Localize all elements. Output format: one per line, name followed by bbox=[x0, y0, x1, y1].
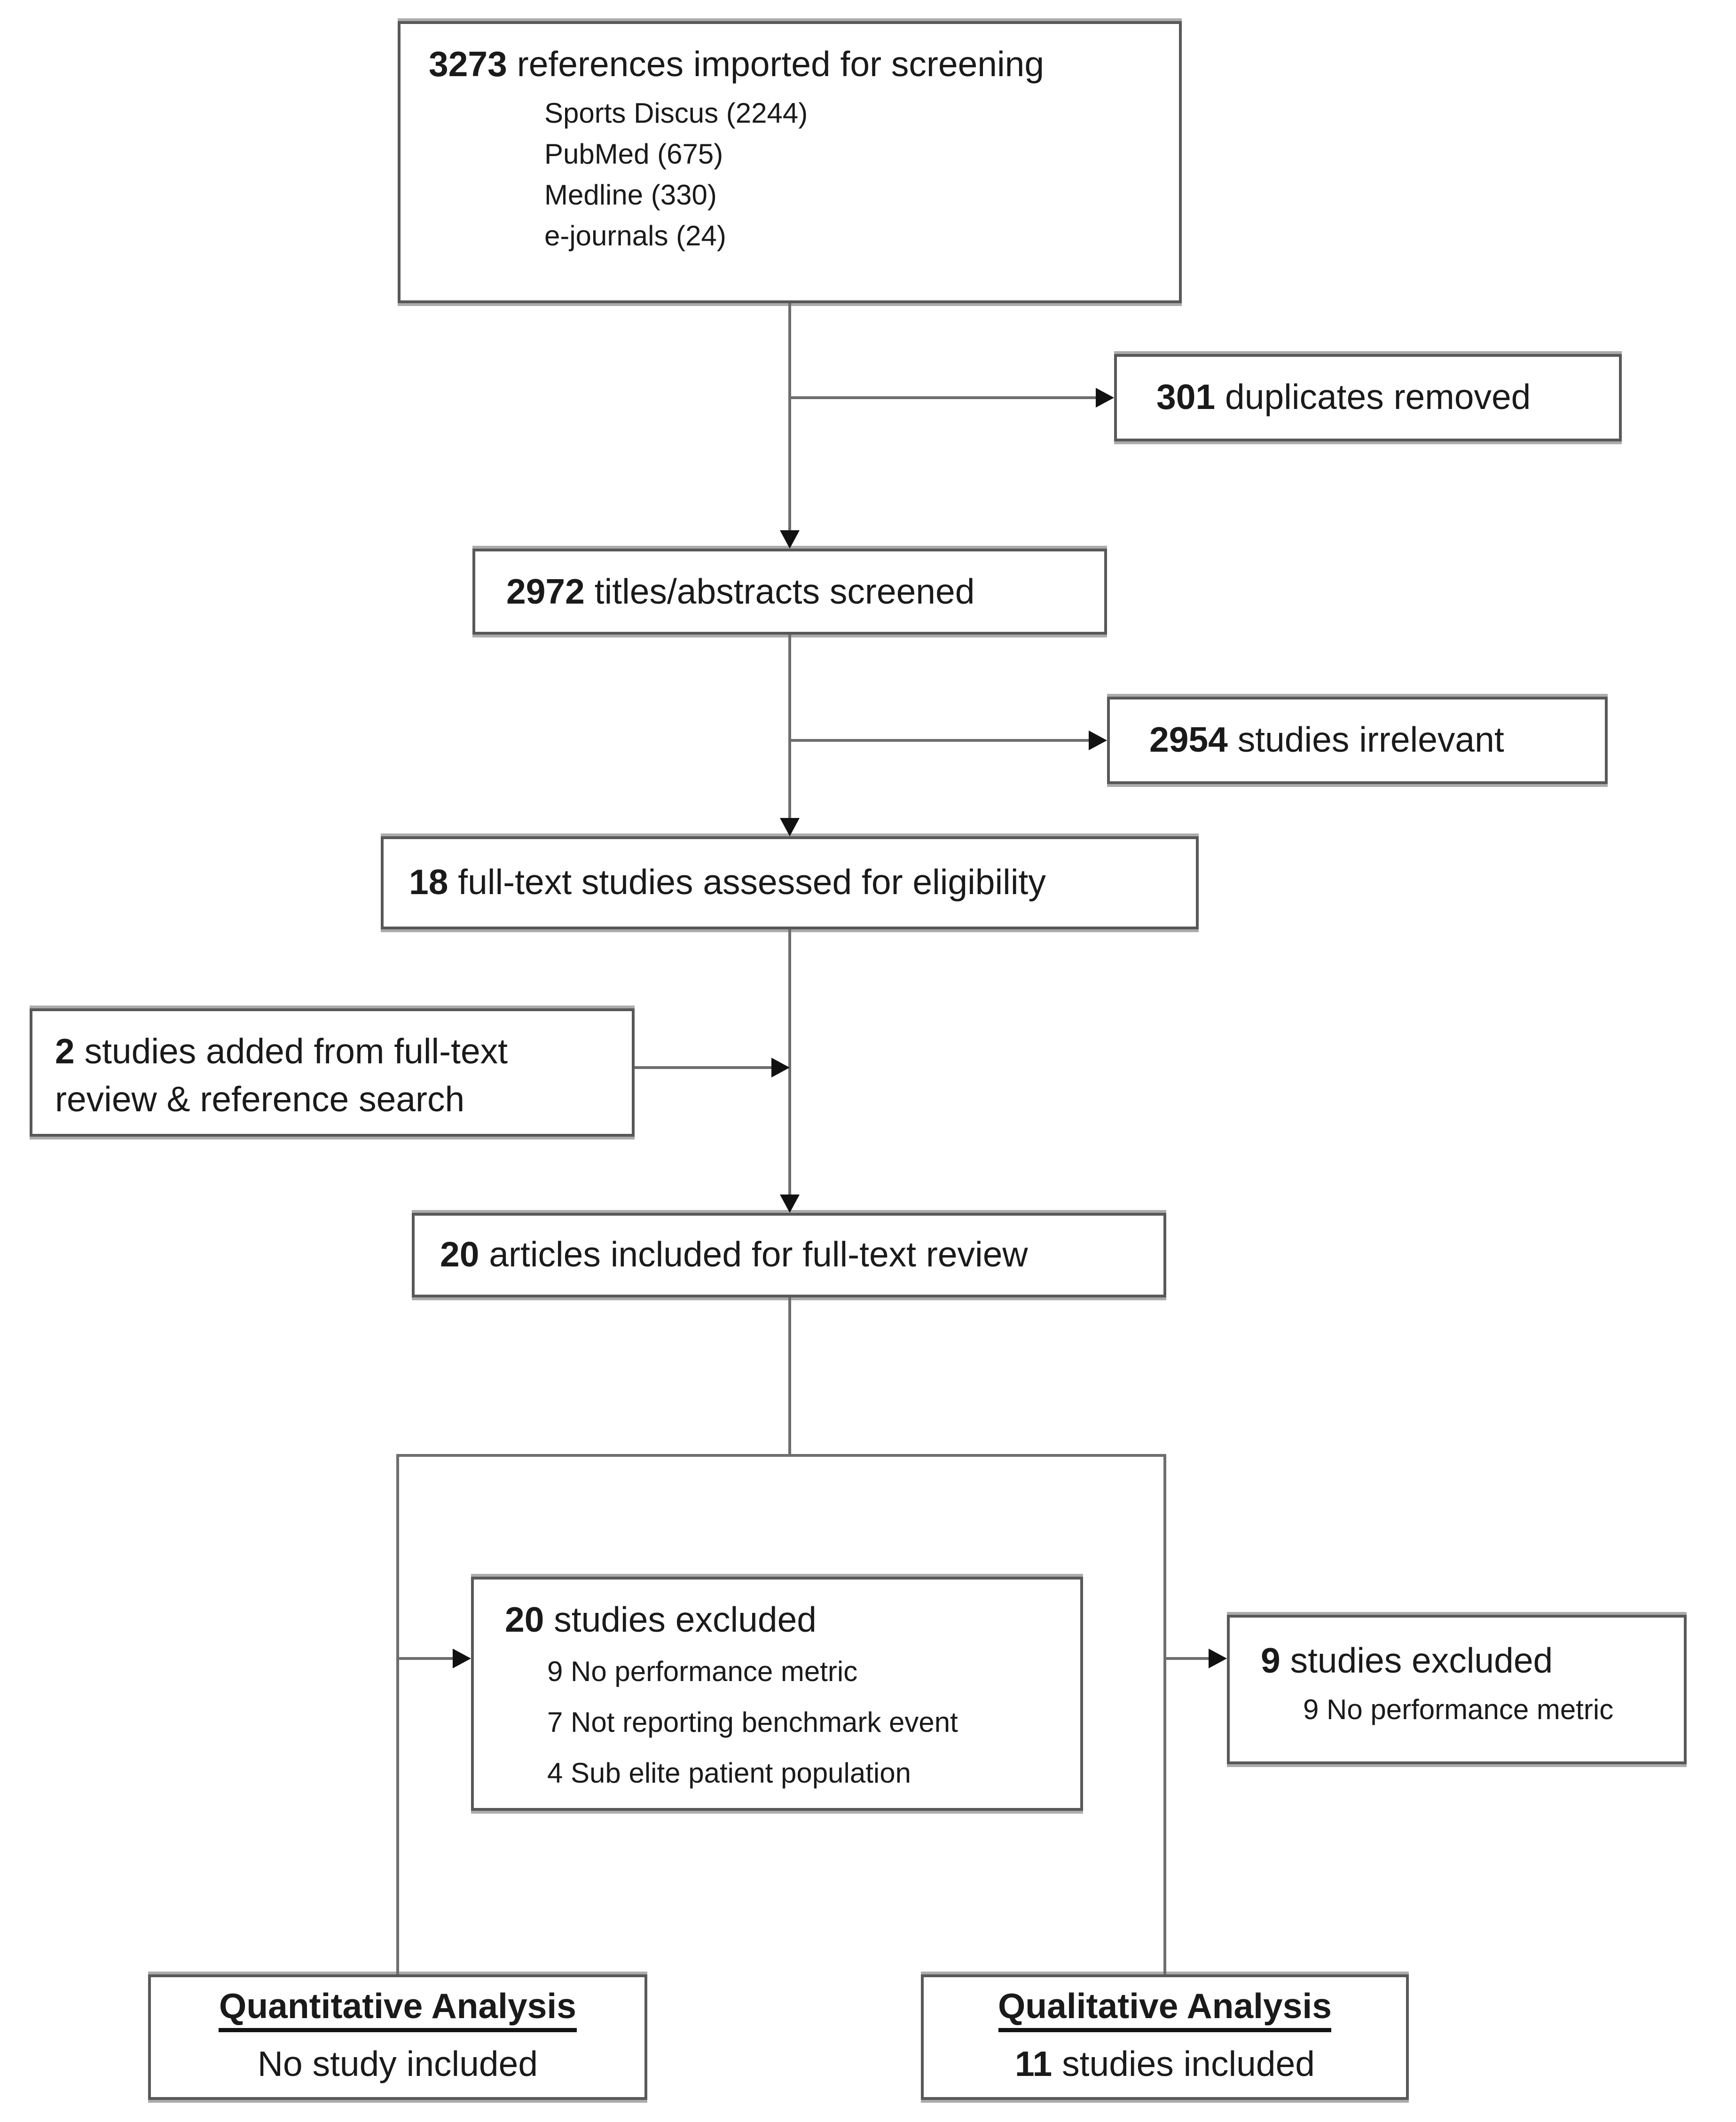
arrowhead-right-excluded-9 bbox=[1209, 1649, 1227, 1668]
connector-fulltext-to-articles bbox=[788, 929, 791, 1196]
reason-item: 9 No performance metric bbox=[1303, 1695, 1614, 1726]
reason-item: 9 No performance metric bbox=[547, 1657, 858, 1688]
qualitative-subtitle: 11 studies included bbox=[1015, 2044, 1315, 2086]
screened-count: 2972 bbox=[506, 572, 585, 612]
source-item: Sports Discus (2244) bbox=[544, 99, 808, 130]
fulltext-count: 18 bbox=[409, 863, 448, 903]
fulltext-label: full-text studies assessed for eligibili… bbox=[458, 863, 1046, 903]
node-studies-irrelevant: 2954 studies irrelevant bbox=[1107, 697, 1608, 784]
imported-label: references imported for screening bbox=[517, 45, 1045, 85]
connector-to-irrelevant bbox=[790, 739, 1090, 742]
imported-source-list: Sports Discus (2244) PubMed (675) Medlin… bbox=[429, 94, 1165, 258]
duplicates-label: duplicates removed bbox=[1225, 378, 1531, 417]
connector-imported-to-screened bbox=[788, 303, 791, 533]
node-quantitative-analysis: Quantitative Analysis No study included bbox=[148, 1974, 647, 2100]
split-container-left-edge bbox=[396, 1454, 399, 1974]
split-container-right-edge bbox=[1163, 1454, 1166, 1974]
qualitative-count: 11 bbox=[1014, 2045, 1053, 2085]
excluded-9-reason-list: 9 No performance metric bbox=[1261, 1685, 1675, 1736]
node-articles-included: 20 articles included for full-text revie… bbox=[412, 1213, 1166, 1297]
node-references-imported-title: 3273 references imported for screening bbox=[429, 44, 1165, 86]
node-excluded-9: 9 studies excluded 9 No performance metr… bbox=[1227, 1615, 1687, 1764]
screened-text: 2972 titles/abstracts screened bbox=[506, 571, 974, 613]
excluded-9-count: 9 bbox=[1261, 1642, 1280, 1681]
node-studies-added: 2 studies added from full-text review & … bbox=[30, 1008, 635, 1137]
node-qualitative-analysis: Qualitative Analysis 11 studies included bbox=[921, 1974, 1409, 2100]
arrowhead-right-excluded-20 bbox=[453, 1649, 471, 1668]
reason-item: 7 Not reporting benchmark event bbox=[547, 1708, 958, 1739]
articles-label: articles included for full-text review bbox=[489, 1235, 1028, 1275]
arrowhead-down-screened bbox=[780, 530, 800, 549]
quantitative-subtitle: No study included bbox=[257, 2045, 538, 2085]
split-container-top-edge bbox=[396, 1454, 1166, 1457]
node-references-imported: 3273 references imported for screening S… bbox=[398, 21, 1182, 303]
arrowhead-down-articles bbox=[780, 1195, 800, 1213]
excluded-9-label: studies excluded bbox=[1290, 1642, 1553, 1681]
duplicates-text: 301 duplicates removed bbox=[1156, 377, 1531, 419]
connector-added-to-spine bbox=[635, 1066, 773, 1069]
connector-to-duplicates bbox=[790, 396, 1097, 399]
arrowhead-right-irrelevant bbox=[1089, 731, 1107, 750]
excluded-9-title: 9 studies excluded bbox=[1261, 1640, 1675, 1682]
articles-text: 20 articles included for full-text revie… bbox=[440, 1234, 1028, 1276]
irrelevant-count: 2954 bbox=[1149, 721, 1228, 760]
duplicates-count: 301 bbox=[1156, 378, 1216, 417]
screened-label: titles/abstracts screened bbox=[594, 572, 975, 612]
fulltext-text: 18 full-text studies assessed for eligib… bbox=[409, 862, 1046, 904]
node-duplicates-removed: 301 duplicates removed bbox=[1114, 354, 1622, 441]
source-item: e-journals (24) bbox=[544, 221, 726, 252]
source-item: Medline (330) bbox=[544, 181, 717, 212]
excluded-20-title: 20 studies excluded bbox=[505, 1599, 1069, 1642]
articles-count: 20 bbox=[440, 1235, 479, 1275]
node-titles-screened: 2972 titles/abstracts screened bbox=[472, 549, 1107, 635]
excluded-20-label: studies excluded bbox=[554, 1601, 817, 1640]
imported-count: 3273 bbox=[429, 45, 507, 85]
connector-to-excluded-9 bbox=[1166, 1657, 1211, 1660]
arrowhead-right-spine-junction bbox=[771, 1058, 790, 1077]
qualitative-title: Qualitative Analysis bbox=[998, 1988, 1332, 2033]
excluded-20-reason-list: 9 No performance metric 7 Not reporting … bbox=[505, 1647, 1069, 1800]
arrowhead-right-duplicates bbox=[1096, 388, 1114, 408]
node-fulltext-assessed: 18 full-text studies assessed for eligib… bbox=[381, 836, 1199, 929]
irrelevant-label: studies irrelevant bbox=[1237, 721, 1504, 760]
irrelevant-text: 2954 studies irrelevant bbox=[1149, 719, 1504, 762]
connector-to-excluded-20 bbox=[399, 1657, 456, 1660]
arrowhead-down-fulltext bbox=[780, 818, 800, 836]
excluded-20-count: 20 bbox=[505, 1601, 544, 1640]
quantitative-title: Quantitative Analysis bbox=[219, 1988, 576, 2033]
connector-articles-to-split bbox=[788, 1297, 791, 1457]
qualitative-subtitle-label: studies included bbox=[1062, 2045, 1315, 2085]
node-excluded-20: 20 studies excluded 9 No performance met… bbox=[471, 1577, 1083, 1811]
added-count: 2 bbox=[55, 1032, 75, 1072]
connector-screened-to-fulltext bbox=[788, 635, 791, 821]
added-label: studies added from full-text review & re… bbox=[55, 1032, 508, 1120]
reason-item: 4 Sub elite patient population bbox=[547, 1759, 911, 1790]
source-item: PubMed (675) bbox=[544, 140, 723, 171]
